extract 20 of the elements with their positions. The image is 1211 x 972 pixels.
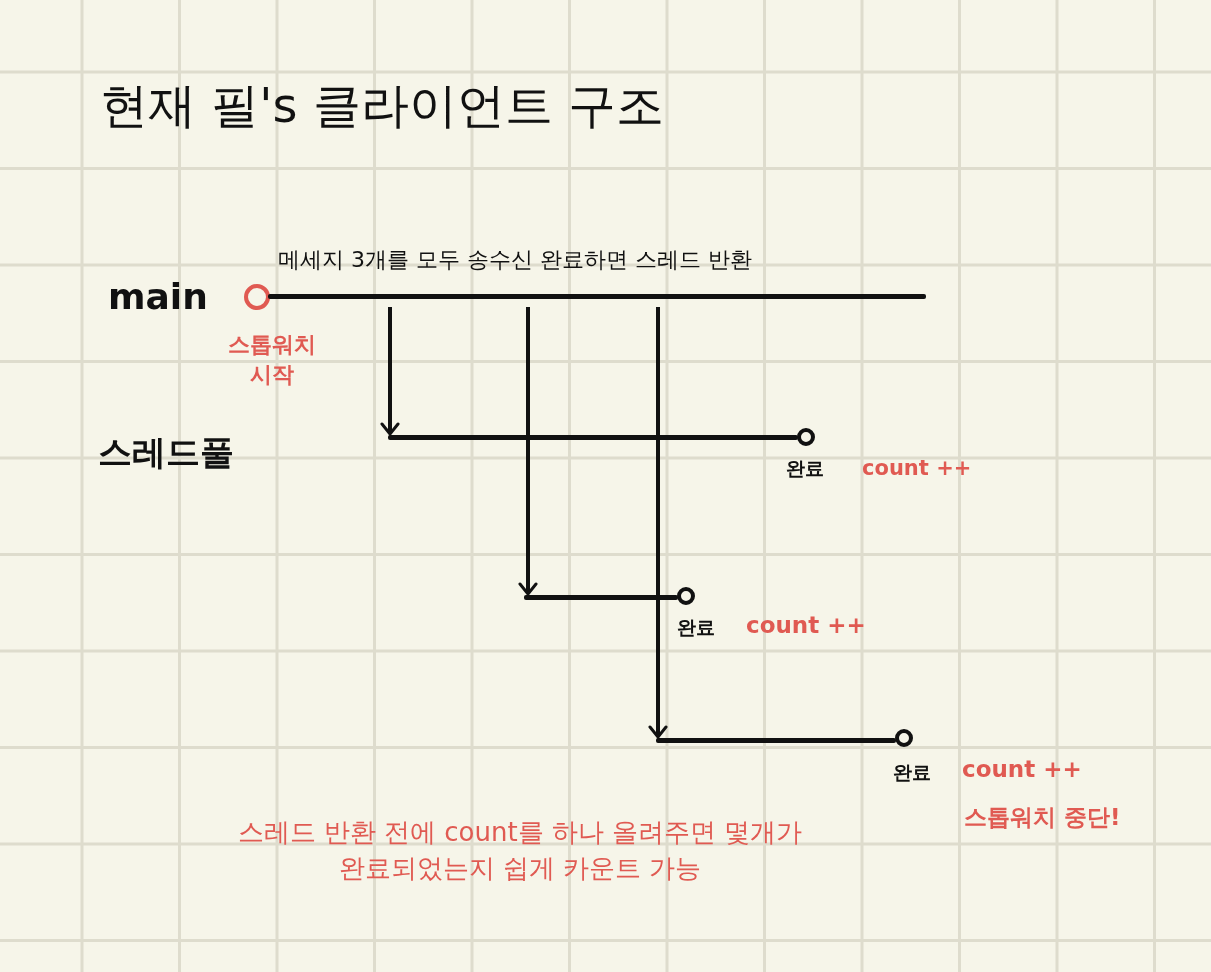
status-label: 완료	[893, 760, 931, 785]
thread-line	[656, 738, 896, 743]
lane-label: 스레드풀	[98, 430, 234, 476]
arrow	[648, 307, 668, 739]
annotation: 스톱워치 중단!	[964, 803, 1121, 832]
title: 현재 필's 클라이언트 구조	[100, 76, 664, 135]
timeline-bar	[268, 294, 926, 299]
thread-line	[524, 595, 678, 600]
lane-label: main	[108, 276, 208, 317]
status-label: 완료	[677, 615, 715, 640]
arrow	[518, 307, 538, 596]
status-label: 완료	[786, 456, 824, 481]
annotation: 스톱워치 시작	[227, 331, 317, 389]
thread-line	[388, 435, 798, 440]
arrow	[380, 307, 400, 436]
timeline-caption: 메세지 3개를 모두 송수신 완료하면 스레드 반환	[278, 246, 752, 274]
annotation: count ++	[862, 456, 972, 480]
annotation: count ++	[962, 756, 1082, 782]
note: 스레드 반환 전에 count를 하나 올려주면 몇개가 완료되었는지 쉽게 카운트 가능	[236, 816, 804, 886]
annotation: count ++	[746, 612, 866, 638]
